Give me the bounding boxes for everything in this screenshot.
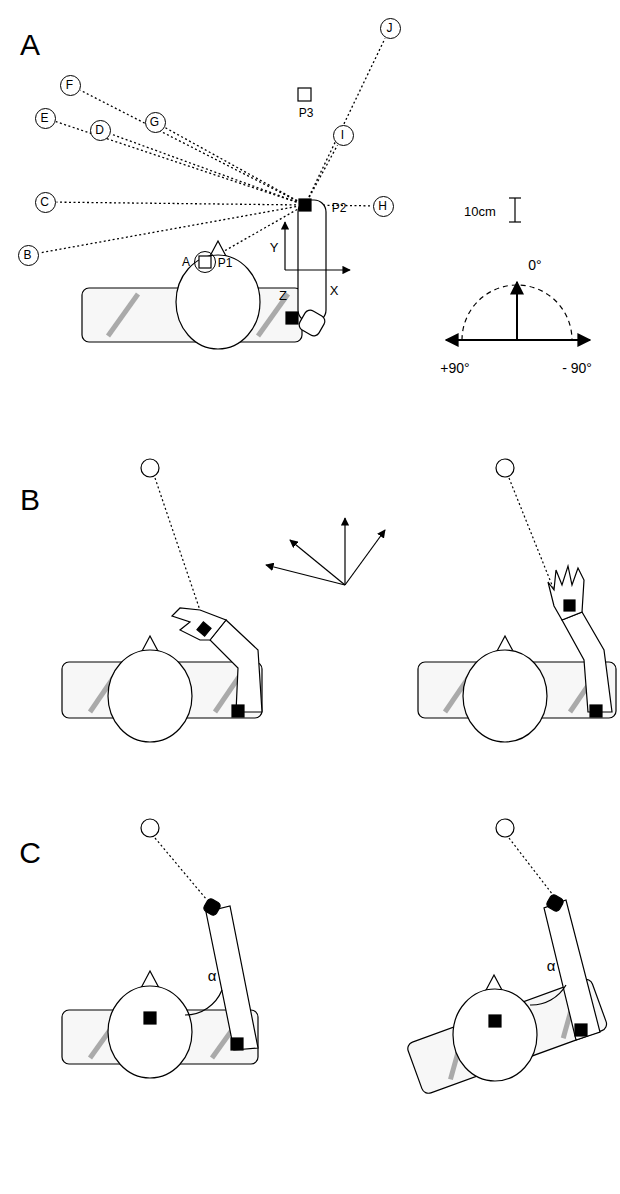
target-letter: I — [341, 129, 344, 141]
axis-label: X — [330, 284, 339, 297]
point-label: P1 — [218, 257, 233, 269]
target-letter: J — [387, 22, 393, 34]
angle-symbol: α — [208, 968, 217, 983]
angle-symbol: α — [547, 958, 556, 973]
target-circle: H — [373, 196, 394, 217]
subject-figure-c — [62, 819, 608, 1095]
target-circle: B — [18, 245, 39, 266]
dotted-line — [309, 38, 385, 197]
target-circle: E — [35, 108, 56, 129]
angle-label: - 90° — [562, 361, 592, 375]
target-letter: G — [150, 116, 159, 128]
target-circle: I — [333, 125, 354, 146]
dotted-line — [80, 90, 297, 201]
dotted-line — [56, 202, 296, 205]
target-circle: J — [380, 18, 401, 39]
point-label: P2 — [332, 202, 347, 214]
panel-letter: C — [19, 838, 41, 868]
angle-label: 0° — [528, 258, 541, 272]
target-letter: B — [23, 249, 31, 261]
dotted-line — [39, 207, 296, 253]
subject-figure-a — [82, 88, 590, 349]
target-circle: C — [35, 192, 56, 213]
panel-letter: B — [20, 485, 40, 515]
panel-letter: A — [20, 30, 40, 60]
dotted-line — [309, 145, 337, 197]
angle-label: +90° — [440, 361, 469, 375]
point-label: P3 — [299, 107, 314, 119]
target-letter: F — [66, 79, 73, 91]
target-circle: D — [90, 120, 111, 141]
dotted-lines — [39, 38, 385, 256]
target-letter: D — [95, 124, 104, 136]
target-letter: C — [40, 196, 49, 208]
axis-label: Y — [270, 241, 279, 254]
dotted-line — [111, 134, 297, 202]
target-circle: A — [194, 251, 216, 273]
target-letter: E — [40, 112, 48, 124]
target-letter: H — [378, 200, 387, 212]
subject-figure-b — [62, 459, 616, 742]
target-circle: G — [145, 112, 166, 133]
target-letter: A — [182, 256, 190, 268]
target-circle: F — [60, 75, 81, 96]
axis-label: Z — [279, 289, 287, 302]
scale-label: 10cm — [464, 205, 496, 218]
dotted-line — [165, 128, 297, 201]
